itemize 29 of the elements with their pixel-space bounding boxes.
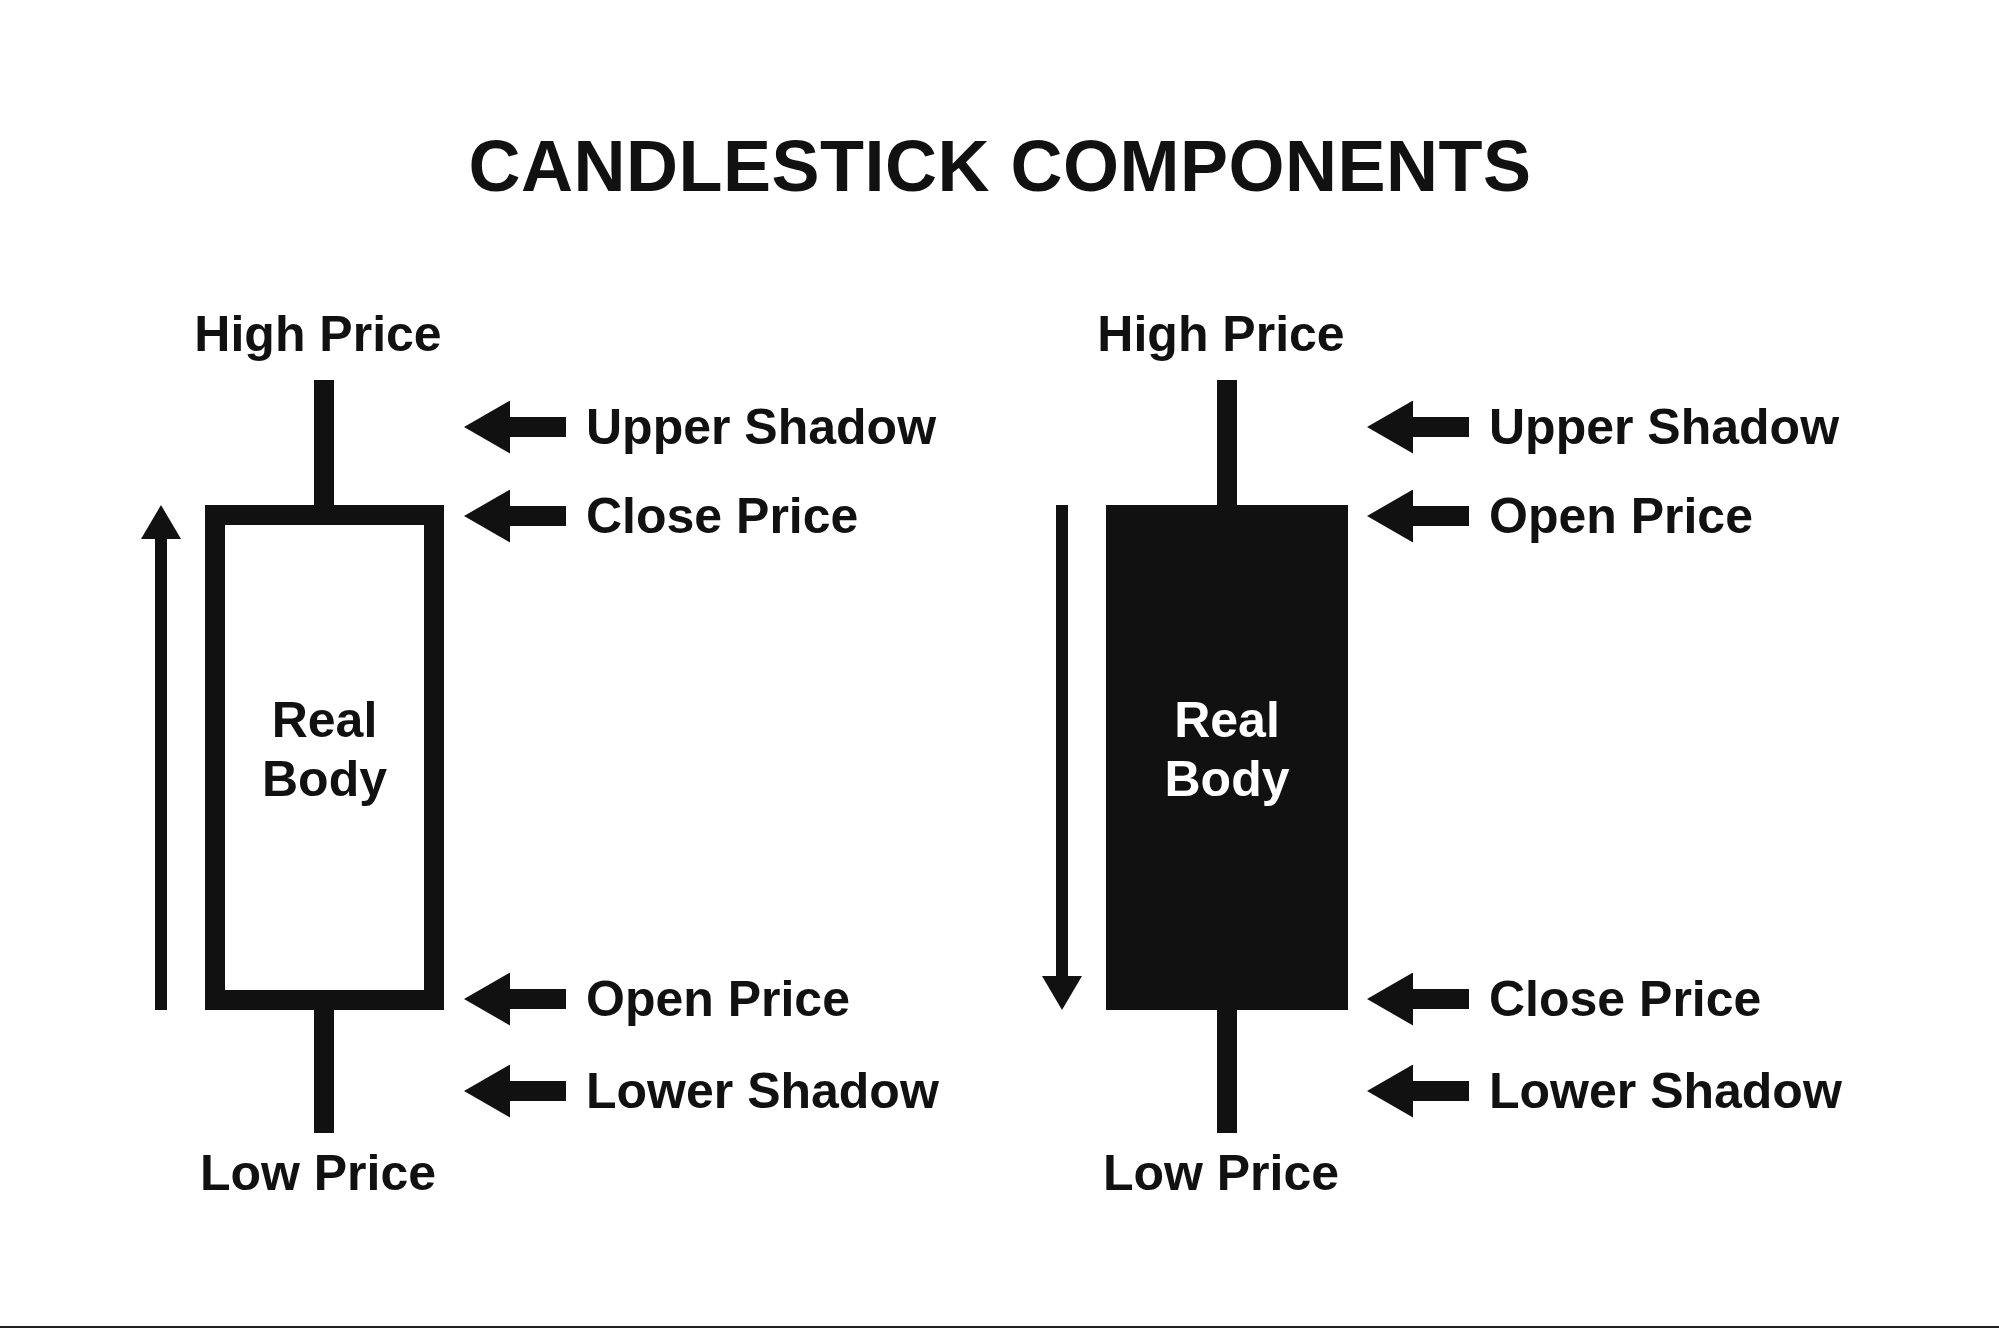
pointer-arrow bbox=[1367, 489, 1469, 543]
candle-wick bbox=[314, 1010, 334, 1133]
candle-wick bbox=[1217, 1010, 1237, 1133]
pointer-label: Close Price bbox=[1489, 970, 1762, 1029]
candle-body bbox=[205, 505, 444, 1010]
pointer-arrow bbox=[464, 489, 566, 543]
candle-body bbox=[1106, 505, 1348, 1010]
pointer-label: Lower Shadow bbox=[1489, 1062, 1842, 1121]
pointer-arrow bbox=[1367, 400, 1469, 454]
body-label: Real Body bbox=[1163, 690, 1291, 809]
pointer-arrow bbox=[464, 1064, 566, 1118]
pointer-label: Open Price bbox=[586, 970, 850, 1029]
pointer-label: Close Price bbox=[586, 487, 859, 546]
candle-wick bbox=[1217, 380, 1237, 505]
pointer-arrow bbox=[1367, 972, 1469, 1026]
price-label: High Price bbox=[1097, 305, 1345, 364]
pointer-label: Upper Shadow bbox=[1489, 398, 1840, 457]
price-label: Low Price bbox=[1102, 1144, 1340, 1203]
pointer-label: Lower Shadow bbox=[586, 1062, 939, 1121]
pointer-label: Open Price bbox=[1489, 487, 1753, 546]
body-label: Real Body bbox=[261, 690, 388, 809]
pointer-arrow bbox=[1367, 1064, 1469, 1118]
candle-wick bbox=[314, 380, 334, 505]
pointer-label: Upper Shadow bbox=[586, 398, 937, 457]
pointer-arrow bbox=[464, 400, 566, 454]
pointer-arrow bbox=[464, 972, 566, 1026]
title: CANDLESTICK COMPONENTS bbox=[468, 130, 1532, 202]
price-label: High Price bbox=[194, 305, 442, 364]
price-label: Low Price bbox=[199, 1144, 437, 1203]
